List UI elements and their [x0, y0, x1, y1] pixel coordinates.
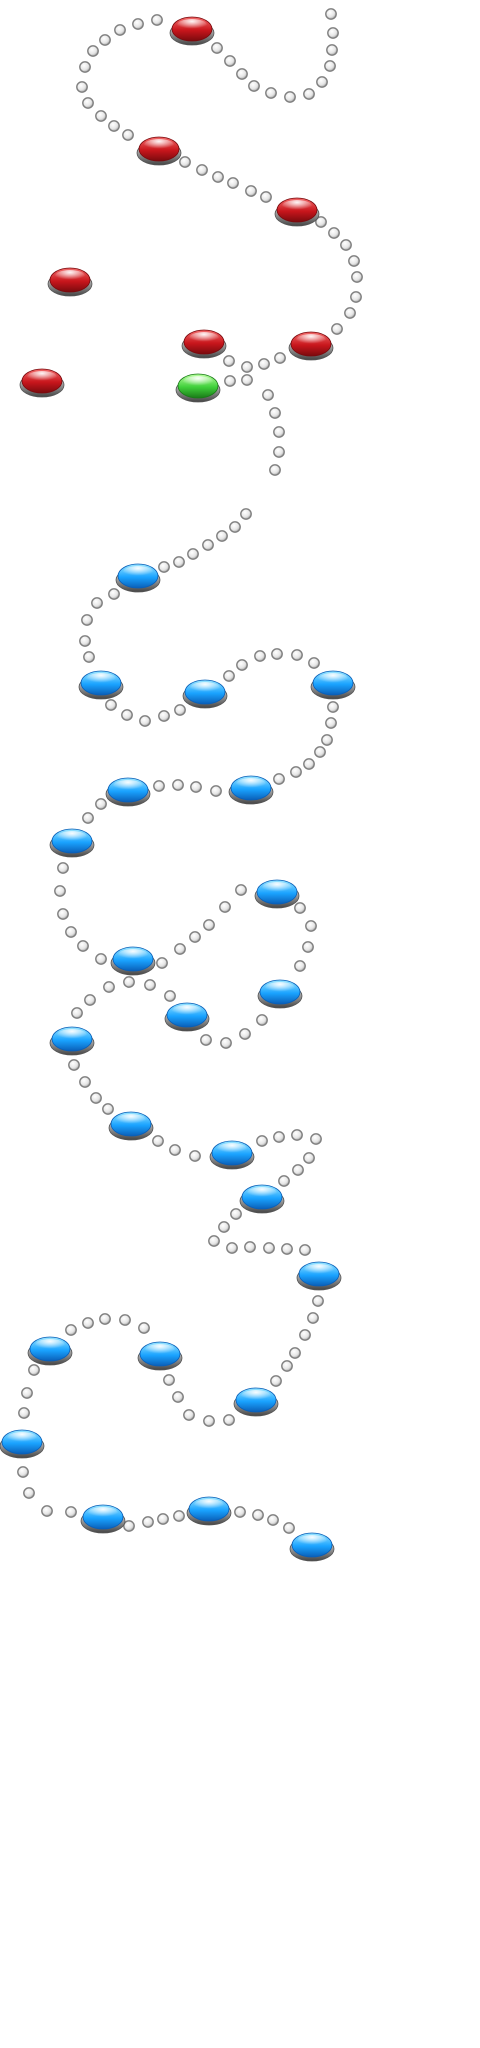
- level-button-icon: [27, 1336, 73, 1366]
- level-node-locked[interactable]: [77, 665, 125, 701]
- level-node-locked[interactable]: [163, 997, 211, 1033]
- level-node-completed[interactable]: [135, 131, 183, 167]
- level-node-locked[interactable]: [309, 665, 357, 701]
- level-button-icon: [80, 1504, 126, 1534]
- level-node-locked[interactable]: [295, 1256, 343, 1292]
- level-button-icon: [137, 1341, 183, 1371]
- level-node-completed[interactable]: [287, 326, 335, 362]
- level-node-locked[interactable]: [26, 1331, 74, 1367]
- level-node-locked[interactable]: [181, 674, 229, 710]
- level-button-icon: [78, 670, 124, 700]
- level-button-icon: [186, 1496, 232, 1526]
- level-button-icon: [136, 136, 182, 166]
- level-node-locked[interactable]: [104, 772, 152, 808]
- level-node-locked[interactable]: [232, 1382, 280, 1418]
- level-node-completed[interactable]: [168, 11, 216, 47]
- level-node-locked[interactable]: [107, 1106, 155, 1142]
- level-button-icon: [182, 679, 228, 709]
- level-node-locked[interactable]: [48, 1021, 96, 1057]
- level-button-icon: [0, 1429, 45, 1459]
- level-button-icon: [169, 16, 215, 46]
- level-button-icon: [289, 1532, 335, 1562]
- level-node-completed[interactable]: [180, 324, 228, 360]
- level-button-icon: [239, 1184, 285, 1214]
- level-button-icon: [115, 563, 161, 593]
- level-button-icon: [274, 197, 320, 227]
- level-button-icon: [310, 670, 356, 700]
- level-node-locked[interactable]: [185, 1491, 233, 1527]
- level-button-icon: [254, 879, 300, 909]
- level-button-icon: [209, 1140, 255, 1170]
- level-button-icon: [49, 828, 95, 858]
- level-node-locked[interactable]: [48, 823, 96, 859]
- level-node-locked[interactable]: [114, 558, 162, 594]
- level-button-icon: [233, 1387, 279, 1417]
- level-node-locked[interactable]: [109, 941, 157, 977]
- level-node-locked[interactable]: [238, 1179, 286, 1215]
- level-node-locked[interactable]: [0, 1424, 46, 1460]
- level-button-icon: [49, 1026, 95, 1056]
- level-button-icon: [105, 777, 151, 807]
- level-button-icon: [47, 267, 93, 297]
- level-button-icon: [19, 368, 65, 398]
- level-button-icon: [175, 373, 221, 403]
- level-node-completed[interactable]: [18, 363, 66, 399]
- level-button-icon: [110, 946, 156, 976]
- level-button-icon: [228, 775, 274, 805]
- level-node-locked[interactable]: [253, 874, 301, 910]
- level-node-locked[interactable]: [79, 1499, 127, 1535]
- level-button-icon: [181, 329, 227, 359]
- level-node-locked[interactable]: [136, 1336, 184, 1372]
- level-button-icon: [257, 979, 303, 1009]
- level-node-completed[interactable]: [273, 192, 321, 228]
- level-button-icon: [288, 331, 334, 361]
- level-button-icon: [108, 1111, 154, 1141]
- level-node-locked[interactable]: [256, 974, 304, 1010]
- level-node-locked[interactable]: [208, 1135, 256, 1171]
- level-node-current[interactable]: [174, 368, 222, 404]
- level-node-locked[interactable]: [288, 1527, 336, 1563]
- level-node-completed[interactable]: [46, 262, 94, 298]
- level-node-locked[interactable]: [227, 770, 275, 806]
- level-button-icon: [296, 1261, 342, 1291]
- level-button-icon: [164, 1002, 210, 1032]
